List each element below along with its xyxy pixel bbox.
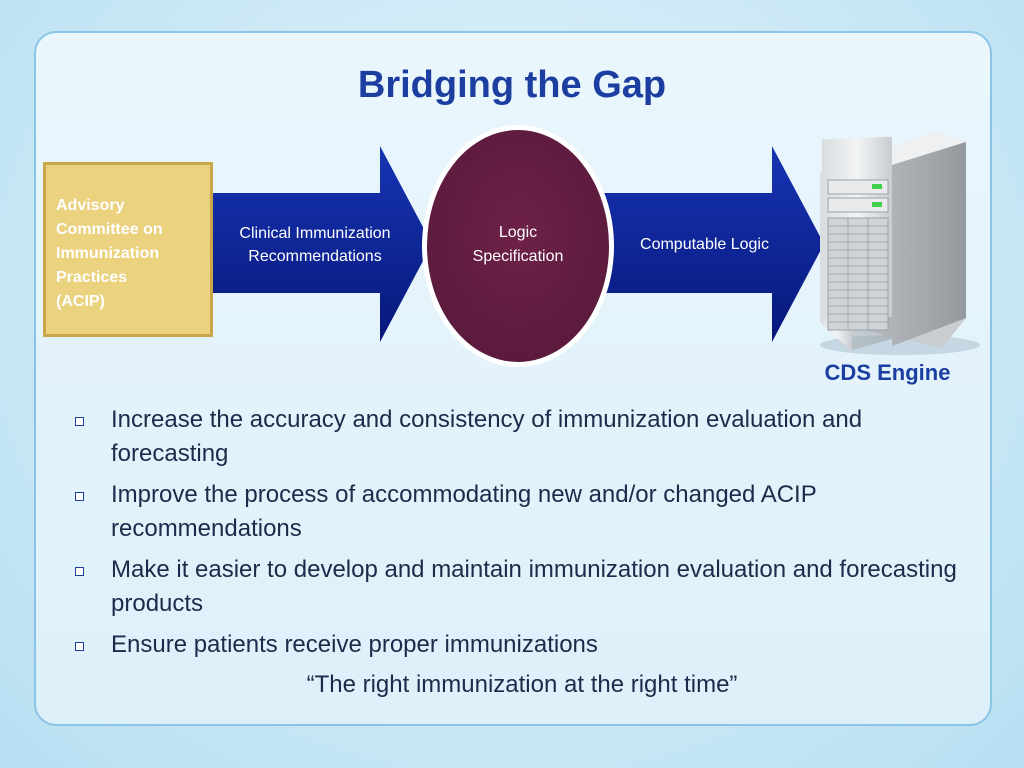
arrow-computable-logic: [600, 146, 824, 342]
arrow-recommendations: [210, 146, 432, 342]
process-diagram: [210, 130, 980, 362]
checkbox-bullet-icon: [75, 492, 84, 501]
closing-quote: “The right immunization at the right tim…: [306, 671, 738, 698]
acip-source-box: Advisory Committee on Immunization Pract…: [43, 162, 213, 337]
slide-title: Bridging the Gap: [357, 64, 667, 106]
bullet-item: Make it easier to develop and maintain i…: [72, 553, 972, 621]
bullet-text: Ensure patients receive proper immunizat…: [111, 631, 598, 658]
bullet-item: Increase the accuracy and consistency of…: [72, 403, 972, 471]
bullet-item: Improve the process of accommodating new…: [72, 478, 972, 546]
bullet-item: Ensure patients receive proper immunizat…: [72, 628, 972, 662]
bullet-list: Increase the accuracy and consistency of…: [72, 403, 972, 669]
cds-engine-label: CDS Engine: [824, 360, 951, 385]
server-tower-icon: [820, 132, 980, 355]
bullet-text: Improve the process of accommodating new…: [111, 481, 817, 542]
arrow-recommendations-label: Clinical Immunization Recommendations: [239, 225, 391, 265]
bullet-text: Increase the accuracy and consistency of…: [111, 406, 863, 467]
bullet-text: Make it easier to develop and maintain i…: [111, 556, 957, 617]
logic-specification-label: Logic Specification: [472, 224, 564, 265]
checkbox-bullet-icon: [75, 567, 84, 576]
arrow-computable-logic-label: Computable Logic: [640, 236, 769, 253]
checkbox-bullet-icon: [75, 417, 84, 426]
checkbox-bullet-icon: [75, 642, 84, 651]
